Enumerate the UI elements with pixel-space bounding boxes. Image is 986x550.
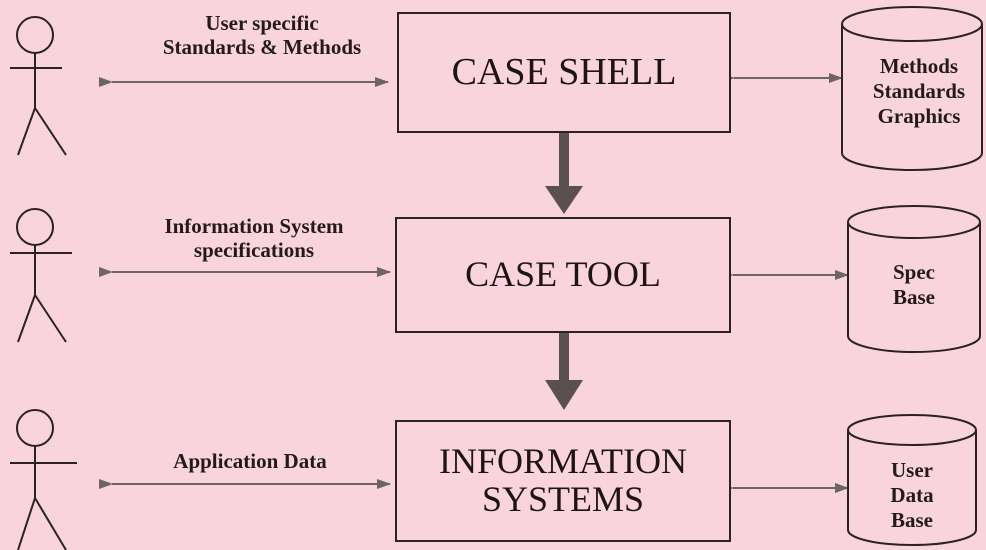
application-data-label: Application Data: [173, 449, 327, 473]
actor-1-stick-figure-icon: [10, 16, 67, 156]
case-tool-box: CASE TOOL: [395, 217, 731, 333]
actor-3-stick-figure-icon: [10, 409, 77, 550]
store-cylinder-2: [847, 205, 981, 353]
flow-arrow-tool-to-systems: [545, 333, 583, 410]
methods-store-label: Methods Standards Graphics: [872, 54, 966, 129]
user-data-base-store-label: User Data Base: [890, 458, 934, 533]
system-specifications-label: Information System specifications: [164, 214, 344, 263]
flow-arrow-shell-to-tool: [545, 133, 583, 214]
user-standards-label: User specific Standards & Methods: [162, 11, 362, 60]
actor-2-stick-figure-icon: [10, 208, 72, 343]
store-cylinder-1: [841, 6, 983, 171]
spec-base-store-label: Spec Base: [893, 260, 935, 310]
store-cylinder-3: [847, 414, 977, 546]
case-shell-box: CASE SHELL: [397, 12, 731, 133]
information-systems-box: INFORMATION SYSTEMS: [395, 420, 731, 542]
